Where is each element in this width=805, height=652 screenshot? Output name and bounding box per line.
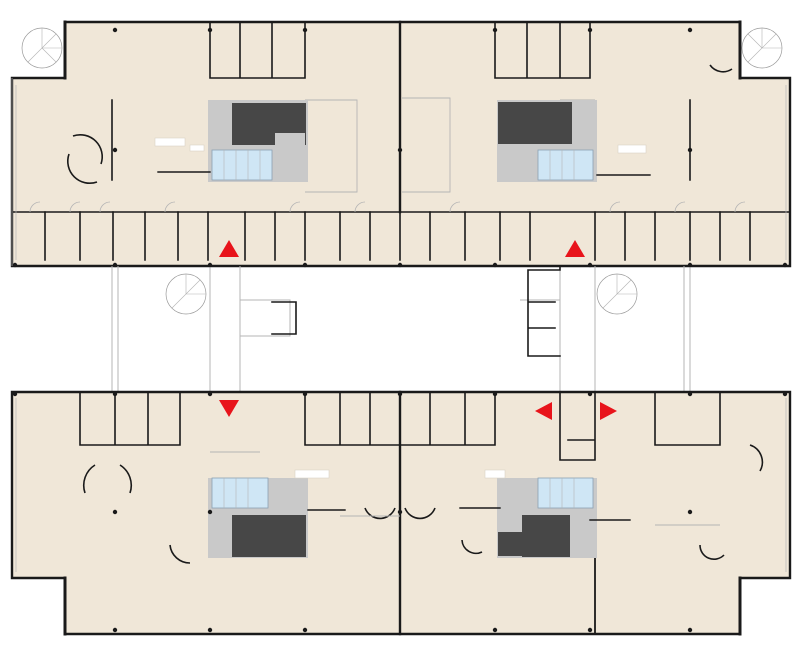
- south-center-offices: [304, 391, 496, 446]
- south-west-offices: [79, 391, 181, 446]
- structural-columns: [12, 27, 788, 633]
- stair-icon-north-east: [741, 27, 783, 69]
- stair-icon-north-west: [21, 27, 63, 69]
- connection-link: [111, 265, 691, 392]
- north-east-offices: [494, 21, 591, 79]
- north-east-core: [497, 100, 651, 182]
- stair-icon-link-east: [596, 273, 638, 315]
- south-east-core: [459, 469, 631, 558]
- stair-icon-link-west: [165, 273, 207, 315]
- south-west-core: [208, 469, 346, 558]
- north-corridor-rooms: [29, 201, 751, 261]
- entrance-arrow-south-west: [219, 400, 239, 417]
- north-west-offices: [209, 21, 306, 79]
- north-west-core: [154, 100, 308, 182]
- entrance-arrow-south-east-left: [535, 402, 552, 420]
- entrance-arrows: [219, 240, 617, 420]
- entrance-arrow-north-east: [565, 240, 585, 257]
- entrance-arrow-south-east-right: [600, 402, 617, 420]
- entrance-arrow-north-west: [219, 240, 239, 257]
- north-wing: [10, 20, 792, 268]
- south-east-offices: [654, 391, 721, 446]
